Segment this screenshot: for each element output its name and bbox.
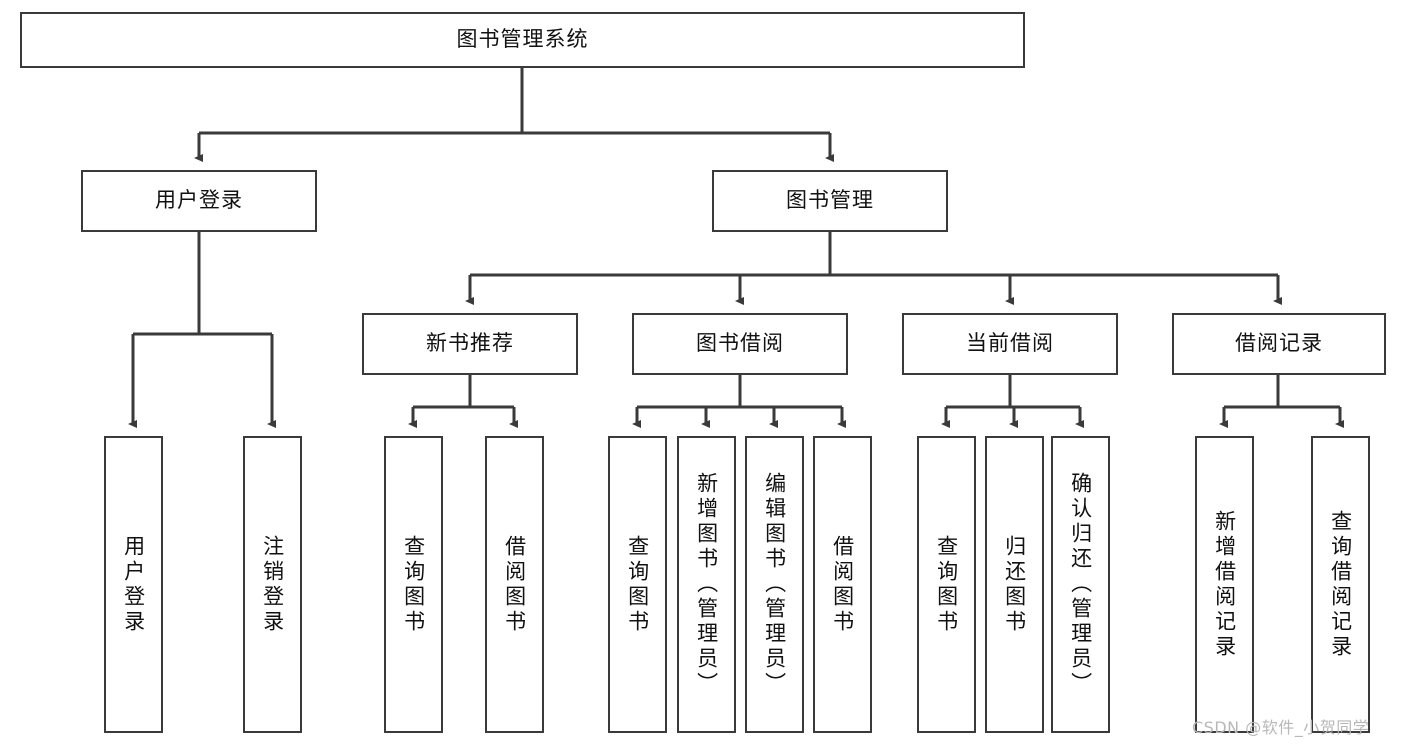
leaf-record-add-label: 新增借阅记录 [1212, 509, 1237, 660]
node-user-login[interactable]: 用户登录 [81, 170, 317, 232]
leaf-current-return[interactable]: 归还图书 [985, 436, 1044, 733]
leaf-newbook-query-label: 查询图书 [401, 534, 426, 635]
node-book-borrow-label: 图书借阅 [696, 331, 784, 356]
node-root[interactable]: 图书管理系统 [20, 12, 1025, 68]
leaf-borrow-add-book[interactable]: 新增图书（管理员） [677, 436, 736, 733]
watermark: CSDN @软件_小贺同学 [1192, 718, 1370, 737]
leaf-record-add[interactable]: 新增借阅记录 [1195, 436, 1254, 733]
leaf-borrow-query-label: 查询图书 [625, 534, 650, 635]
leaf-borrow-edit-book-label: 编辑图书（管理员） [762, 472, 787, 697]
leaf-current-confirm-return-label: 确认归还（管理员） [1068, 472, 1093, 697]
leaf-logout[interactable]: 注销登录 [243, 436, 302, 733]
leaf-borrow-borrow-book[interactable]: 借阅图书 [813, 436, 872, 733]
leaf-record-query-label: 查询借阅记录 [1328, 509, 1353, 660]
node-current-borrow[interactable]: 当前借阅 [902, 313, 1118, 375]
leaf-borrow-borrow-book-label: 借阅图书 [830, 534, 855, 635]
node-book-borrow[interactable]: 图书借阅 [632, 313, 848, 375]
leaf-current-query-label: 查询图书 [934, 534, 959, 635]
leaf-newbook-borrow-label: 借阅图书 [502, 534, 527, 635]
leaf-current-return-label: 归还图书 [1002, 534, 1027, 635]
leaf-user-login[interactable]: 用户登录 [104, 436, 163, 733]
node-user-login-label: 用户登录 [155, 188, 243, 213]
leaf-newbook-query[interactable]: 查询图书 [384, 436, 443, 733]
node-root-label: 图书管理系统 [456, 27, 589, 52]
node-borrow-record-label: 借阅记录 [1235, 331, 1323, 356]
leaf-borrow-edit-book[interactable]: 编辑图书（管理员） [745, 436, 804, 733]
leaf-borrow-add-book-label: 新增图书（管理员） [694, 472, 719, 697]
node-current-borrow-label: 当前借阅 [966, 331, 1054, 356]
leaf-user-login-label: 用户登录 [121, 534, 146, 635]
node-book-management-label: 图书管理 [786, 188, 874, 213]
leaf-current-query[interactable]: 查询图书 [917, 436, 976, 733]
node-new-book-recommend-label: 新书推荐 [426, 331, 514, 356]
leaf-newbook-borrow[interactable]: 借阅图书 [485, 436, 544, 733]
node-new-book-recommend[interactable]: 新书推荐 [362, 313, 578, 375]
leaf-borrow-query[interactable]: 查询图书 [608, 436, 667, 733]
leaf-current-confirm-return[interactable]: 确认归还（管理员） [1051, 436, 1110, 733]
leaf-logout-label: 注销登录 [260, 534, 285, 635]
node-book-management[interactable]: 图书管理 [712, 170, 948, 232]
leaf-record-query[interactable]: 查询借阅记录 [1311, 436, 1370, 733]
node-borrow-record[interactable]: 借阅记录 [1172, 313, 1386, 375]
